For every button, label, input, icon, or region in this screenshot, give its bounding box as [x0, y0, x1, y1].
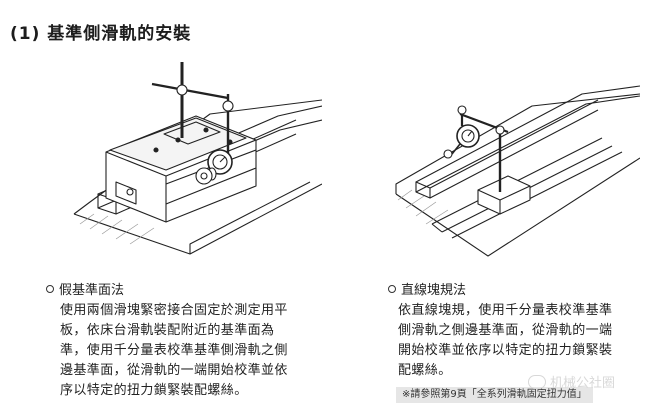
- straightedge-section: 直線塊規法 依直線塊規，使用千分量表校準基準 側滑軌之側邊基準面，從滑軌的一端 …: [388, 281, 650, 381]
- bullet-circle-icon: [388, 285, 396, 293]
- section-heading: 假基準面法: [46, 281, 336, 301]
- wechat-icon: [528, 375, 546, 389]
- page-title: (1) 基準側滑軌的安裝: [10, 24, 192, 44]
- bullet-circle-icon: [46, 285, 54, 293]
- dummy-reference-surface-illustration: [73, 62, 322, 255]
- dummy-reference-surface-section: 假基準面法 使用兩個滑塊緊密接合固定於測定用平 板，依床台滑軌裝配附近的基準面為…: [46, 281, 336, 401]
- section-heading: 直線塊規法: [388, 281, 650, 301]
- section-body: 使用兩個滑塊緊密接合固定於測定用平 板，依床台滑軌裝配附近的基準面為 準，使用千…: [60, 303, 288, 398]
- straightedge-illustration: [395, 85, 640, 257]
- reference-note: ※請參照第9頁「全系列滑軌固定扭力值」: [396, 387, 593, 403]
- watermark: 机械公社圈: [528, 374, 658, 394]
- section-body: 依直線塊規，使用千分量表校準基準 側滑軌之側邊基準面，從滑軌的一端 開始校準並依…: [398, 303, 613, 378]
